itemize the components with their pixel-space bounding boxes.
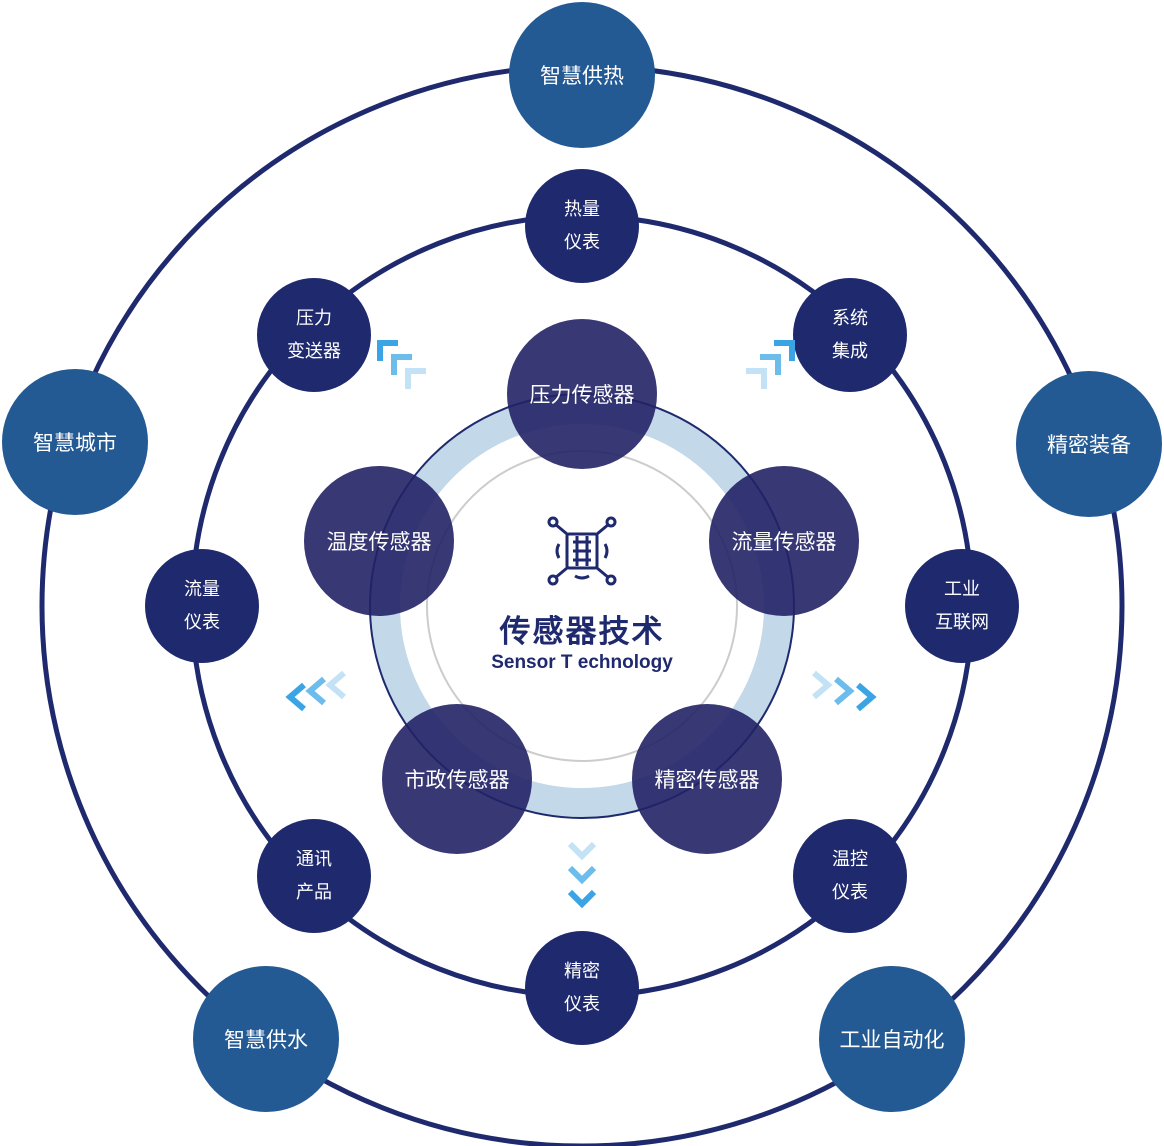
middle-node-line2: 仪表 xyxy=(564,232,600,253)
inner-node-label: 市政传感器 xyxy=(404,768,510,792)
middle-node-flow-meter[interactable]: 流量 仪表 xyxy=(145,549,259,663)
middle-node-system-integration[interactable]: 系统 集成 xyxy=(793,278,907,392)
middle-node-industrial-internet[interactable]: 工业 互联网 xyxy=(905,549,1019,663)
chevron-left-icon xyxy=(285,670,346,712)
outer-node-label: 工业自动化 xyxy=(839,1028,945,1052)
outer-node-smart-heating[interactable]: 智慧供热 xyxy=(509,2,655,148)
inner-node-label: 压力传感器 xyxy=(529,383,635,407)
inner-node-label: 流量传感器 xyxy=(731,530,837,554)
outer-node-smart-city[interactable]: 智慧城市 xyxy=(2,369,148,515)
chevron-down-icon xyxy=(567,841,597,909)
middle-node-line1: 流量 xyxy=(184,579,220,600)
outer-node-smart-water-supply[interactable]: 智慧供水 xyxy=(193,966,339,1112)
center-subtitle: Sensor T echnology xyxy=(491,652,673,673)
center-label: 传感器技术 Sensor T echnology xyxy=(432,510,732,690)
middle-node-line2: 互联网 xyxy=(935,612,989,633)
middle-node-temperature-control-meter[interactable]: 温控 仪表 xyxy=(793,819,907,933)
inner-node-municipal-sensor[interactable]: 市政传感器 xyxy=(382,704,532,854)
middle-node-line2: 集成 xyxy=(832,341,868,362)
chevron-up-right-icon xyxy=(746,340,795,389)
outer-node-precision-equipment[interactable]: 精密装备 xyxy=(1016,371,1162,517)
inner-node-pressure-sensor[interactable]: 压力传感器 xyxy=(507,319,657,469)
center-title: 传感器技术 xyxy=(499,614,665,650)
middle-node-communication-product[interactable]: 通讯 产品 xyxy=(257,819,371,933)
middle-node-line2: 仪表 xyxy=(564,994,600,1015)
middle-node-heat-meter[interactable]: 热量 仪表 xyxy=(525,169,639,283)
middle-node-line1: 通讯 xyxy=(296,849,332,870)
middle-node-line1: 压力 xyxy=(296,308,332,329)
chevron-up-left-icon xyxy=(377,340,426,389)
chevron-right-icon xyxy=(812,670,877,712)
outer-node-label: 智慧城市 xyxy=(33,431,117,455)
inner-node-precision-sensor[interactable]: 精密传感器 xyxy=(632,704,782,854)
inner-node-label: 温度传感器 xyxy=(326,530,432,554)
outer-node-label: 智慧供热 xyxy=(540,64,624,88)
middle-node-line2: 变送器 xyxy=(287,341,341,362)
sensor-chip-icon xyxy=(547,516,617,586)
outer-node-label: 精密装备 xyxy=(1047,433,1131,457)
middle-node-pressure-transmitter[interactable]: 压力 变送器 xyxy=(257,278,371,392)
middle-node-line1: 工业 xyxy=(944,579,980,600)
middle-node-line2: 仪表 xyxy=(184,612,220,633)
middle-node-precision-meter[interactable]: 精密 仪表 xyxy=(525,931,639,1045)
middle-node-line1: 热量 xyxy=(564,199,600,220)
outer-node-industrial-automation[interactable]: 工业自动化 xyxy=(819,966,965,1112)
middle-node-line1: 精密 xyxy=(564,961,600,982)
middle-node-line2: 仪表 xyxy=(832,882,868,903)
middle-node-line1: 系统 xyxy=(832,308,868,329)
middle-node-line1: 温控 xyxy=(832,849,868,870)
outer-node-label: 智慧供水 xyxy=(224,1028,308,1052)
inner-node-flow-sensor[interactable]: 流量传感器 xyxy=(709,466,859,616)
inner-node-temperature-sensor[interactable]: 温度传感器 xyxy=(304,466,454,616)
inner-node-label: 精密传感器 xyxy=(654,768,760,792)
middle-node-line2: 产品 xyxy=(296,882,332,903)
